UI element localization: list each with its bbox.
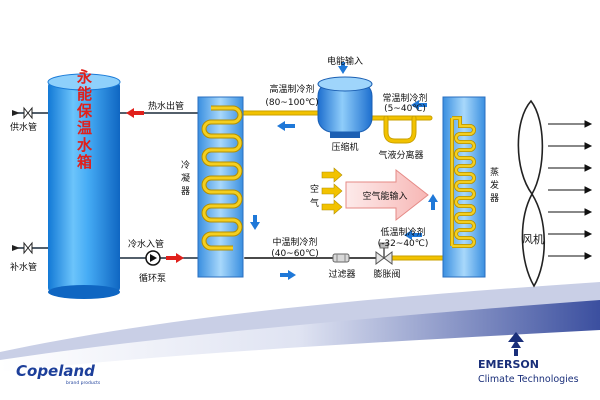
high-temp-range: (80~100℃)	[265, 98, 318, 108]
air-label-2: 气	[310, 197, 319, 209]
refrigerant-pipes	[232, 110, 449, 261]
refrigerant-flow-arrows	[250, 62, 438, 280]
refill-valve-icon	[12, 241, 33, 255]
high-temp-label: 高温制冷剂	[269, 83, 314, 95]
compressor-label: 压缩机	[331, 141, 358, 153]
condenser-label-1: 冷	[181, 159, 190, 171]
low-temp-range: (-32~40℃)	[378, 239, 429, 249]
water-flow-arrows	[126, 108, 184, 263]
normal-temp-range: (5~40℃)	[384, 104, 426, 114]
condenser	[197, 96, 244, 278]
evaporator	[442, 96, 486, 278]
copeland-subtitle: brand products	[66, 380, 101, 386]
air-arrows	[321, 167, 343, 215]
supply-valve-icon	[12, 106, 33, 120]
evaporator-label-1: 蒸	[490, 166, 499, 178]
mid-temp-label: 中温制冷剂	[272, 236, 317, 248]
mid-temp-range: (40~60℃)	[271, 249, 319, 259]
fan-label: 风机	[522, 232, 544, 246]
air-energy-label: 空气能输入	[362, 190, 407, 202]
storage-tank	[47, 73, 121, 299]
normal-temp-label: 常温制冷剂	[382, 92, 427, 104]
supply-pipe-label: 供水管	[10, 121, 37, 133]
tank-label: 永能保温水箱	[75, 68, 93, 171]
copeland-brand: Copeland	[16, 362, 95, 380]
power-input-label: 电能输入	[327, 55, 363, 67]
expansion-valve-icon	[375, 242, 393, 265]
evaporator-label-2: 发	[490, 179, 499, 191]
emerson-logo-icon	[508, 332, 524, 356]
footer-wave-front	[0, 330, 600, 400]
cold-water-in-label: 冷水入管	[128, 238, 164, 250]
fan-icon	[517, 99, 546, 288]
filter-icon	[332, 253, 350, 263]
air-label-1: 空	[310, 183, 319, 195]
emerson-subtitle: Climate Technologies	[478, 374, 579, 385]
compressor	[317, 76, 373, 138]
emerson-brand: EMERSON	[478, 358, 539, 371]
wind-arrows	[548, 120, 593, 260]
condenser-label-2: 凝	[181, 173, 190, 184]
evaporator-label-3: 器	[490, 193, 499, 204]
air-energy-arrow	[345, 168, 429, 222]
low-temp-label: 低温制冷剂	[380, 226, 425, 238]
condenser-label-3: 器	[181, 186, 190, 197]
pump-label: 循环泵	[139, 272, 166, 284]
hot-water-out-label: 热水出管	[148, 100, 184, 112]
pump-icon	[145, 250, 161, 266]
filter-label: 过滤器	[328, 268, 355, 280]
refill-pipe-label: 补水管	[10, 261, 37, 273]
separator-label: 气液分离器	[378, 149, 423, 161]
valve-label: 膨胀阀	[373, 268, 400, 280]
